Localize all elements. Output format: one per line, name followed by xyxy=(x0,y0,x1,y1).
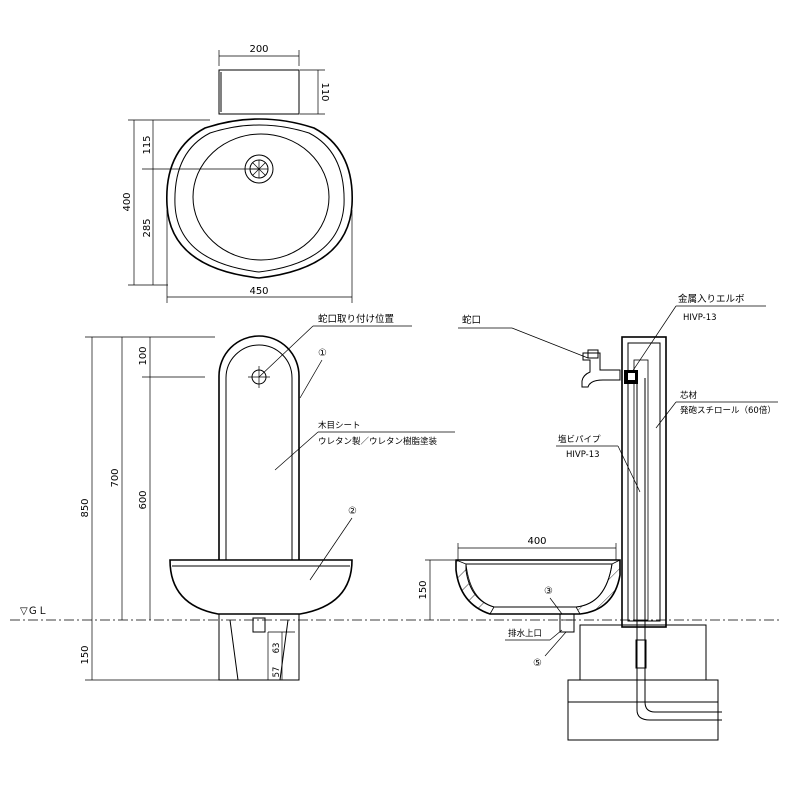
faucet-label: 蛇口 xyxy=(462,314,481,326)
dim-100: 100 xyxy=(138,346,149,365)
marker-3: ③ xyxy=(544,586,553,597)
marker-2: ② xyxy=(348,506,357,517)
pipe-label: 塩ビパイプ xyxy=(558,434,601,445)
elbow-label: 金属入りエルボ xyxy=(678,293,745,305)
dim-700: 700 xyxy=(110,468,121,487)
core-label: 芯材 xyxy=(680,390,698,401)
dim-150-front: 150 xyxy=(80,645,91,664)
dim-150-section: 150 xyxy=(418,580,429,599)
dim-850: 850 xyxy=(80,498,91,517)
dim-57: 57 xyxy=(272,667,282,678)
pipe-spec: HIVP-13 xyxy=(566,450,600,460)
dim-450: 450 xyxy=(249,286,268,297)
dim-110: 110 xyxy=(319,82,330,101)
dim-200: 200 xyxy=(249,44,268,55)
section-view: 蛇口 金属入りエルボ HIVP-13 芯材 発砲スチロール（60倍） 塩ビパイプ… xyxy=(418,293,780,741)
dim-600: 600 xyxy=(138,490,149,509)
top-view: 200 110 400 115 285 450 xyxy=(122,44,353,303)
urethane-label: ウレタン製／ウレタン樹脂塗装 xyxy=(318,436,438,447)
dim-285: 285 xyxy=(142,218,153,237)
ground-label: ▽ＧＬ xyxy=(20,606,48,617)
dim-63: 63 xyxy=(272,643,282,654)
dim-400-top: 400 xyxy=(122,192,133,211)
marker-1: ① xyxy=(318,348,327,359)
elbow-spec: HIVP-13 xyxy=(683,313,717,323)
dim-115: 115 xyxy=(142,135,153,154)
wood-sheet-label: 木目シート xyxy=(318,420,361,431)
front-view: ▽ＧＬ 850 150 700 100 600 蛇口取り付け位置 ① 木目シート… xyxy=(10,313,455,681)
drain-label: 排水上口 xyxy=(508,628,542,639)
dim-400-section: 400 xyxy=(527,536,546,547)
marker-5: ⑤ xyxy=(533,658,542,669)
faucet-position-label: 蛇口取り付け位置 xyxy=(318,313,394,325)
core-spec: 発砲スチロール（60倍） xyxy=(680,405,776,416)
